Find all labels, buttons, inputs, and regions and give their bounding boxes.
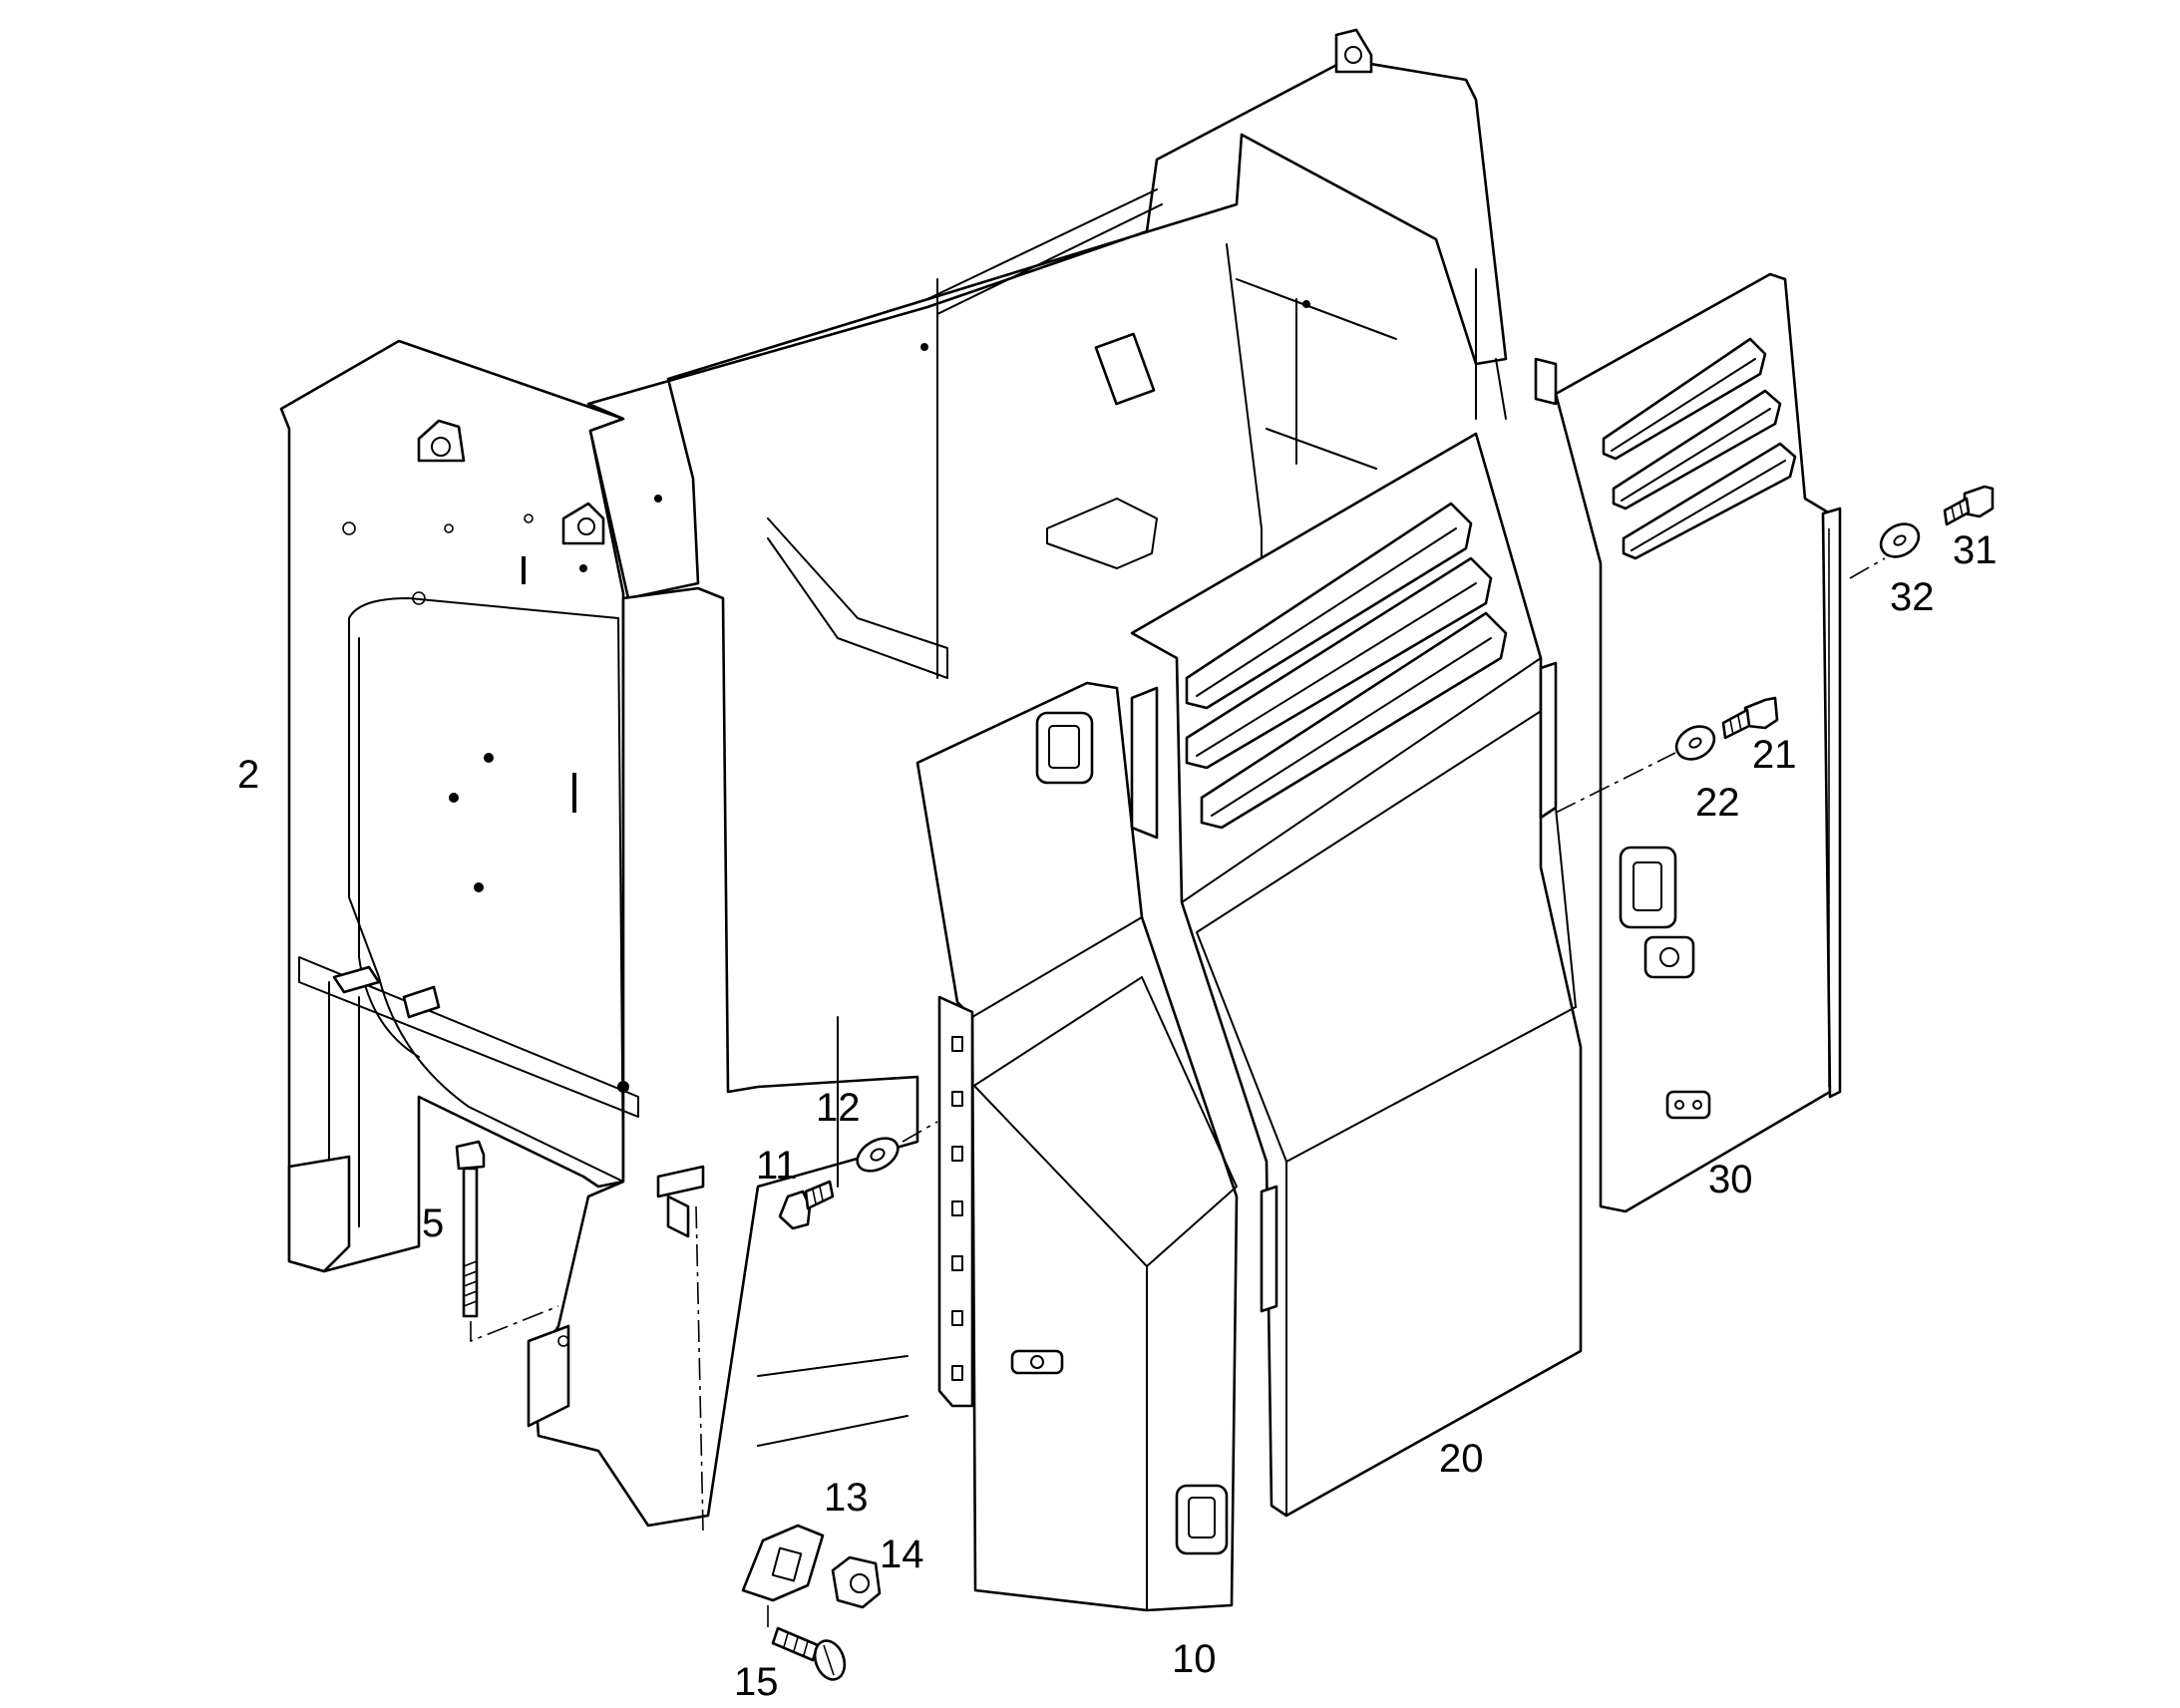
bolt-part-5 [455,1140,486,1318]
washer-part-32 [1879,522,1921,558]
bolt-part-11 [778,1180,835,1230]
bolt-part-21 [1721,696,1779,740]
main-frame-part-2 [279,28,1558,1528]
callout-32: 32 [1890,575,1935,619]
callout-13: 13 [824,1476,869,1520]
latch-part-13 [741,1524,825,1602]
knob-part-14 [831,1555,882,1609]
assembly-lines [470,557,1886,1630]
washer-part-22 [1674,725,1716,761]
door-panel-part-10 [915,681,1239,1612]
callout-22: 22 [1695,781,1740,825]
callout-21: 21 [1752,733,1797,777]
callout-20: 20 [1439,1437,1484,1481]
callout-5: 5 [422,1201,444,1245]
callout-14: 14 [880,1533,924,1576]
callout-15: 15 [734,1660,779,1704]
callout-labels: 2 5 10 11 12 13 14 15 20 21 22 30 31 32 [237,528,1998,1704]
screw-part-15 [771,1626,847,1681]
callout-30: 30 [1708,1158,1753,1201]
washer-part-12 [856,1137,900,1173]
callout-12: 12 [816,1086,861,1130]
callout-2: 2 [237,753,259,797]
bolt-part-31 [1943,485,1995,526]
grille-panel-part-20 [1130,432,1583,1518]
callout-11: 11 [756,1144,798,1188]
callout-10: 10 [1172,1637,1217,1681]
callout-31: 31 [1953,528,1998,572]
